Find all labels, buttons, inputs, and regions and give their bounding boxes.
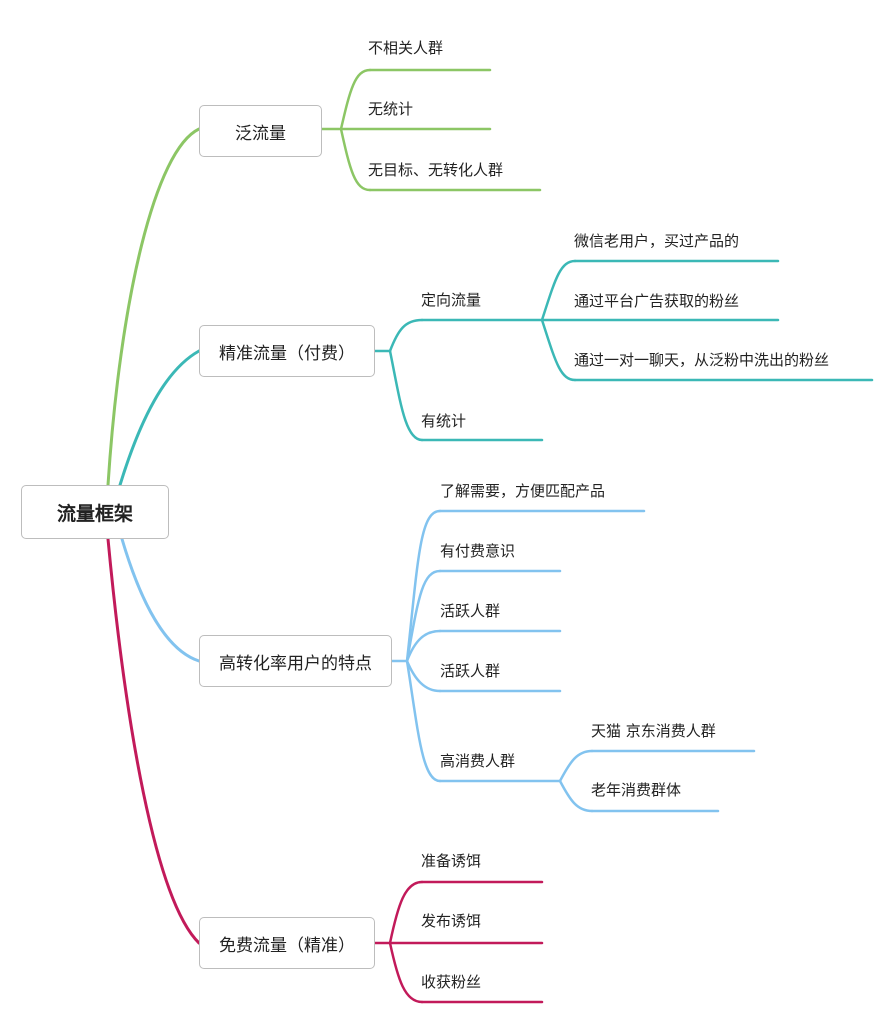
connector-b2-c2 <box>388 349 424 442</box>
leaf-active-crowd-1[interactable]: 活跃人群 <box>440 602 501 620</box>
connector-b1-c3 <box>339 127 372 192</box>
leaf-wechat-old-users[interactable]: 微信老用户，买过产品的 <box>574 232 740 250</box>
connector-b2-gc3 <box>540 318 577 382</box>
connector-b3-c2 <box>405 569 442 663</box>
connector-b1-c1 <box>339 68 372 131</box>
connector-b4-c1 <box>388 880 424 945</box>
branch-node-label: 精准流量（付费） <box>219 343 355 364</box>
leaf-has-statistics[interactable]: 有统计 <box>421 412 467 430</box>
branch-node-free-precise[interactable]: 免费流量（精准） <box>199 917 375 969</box>
leaf-harvest-fans[interactable]: 收获粉丝 <box>421 973 482 991</box>
leaf-payment-awareness[interactable]: 有付费意识 <box>440 542 516 560</box>
leaf-publish-bait[interactable]: 发布诱饵 <box>421 912 482 930</box>
leaf-understand-needs[interactable]: 了解需要，方便匹配产品 <box>440 482 606 500</box>
leaf-no-statistics[interactable]: 无统计 <box>368 100 414 118</box>
connector-root-branch-3 <box>120 537 201 663</box>
branch-node-label: 高转化率用户的特点 <box>219 653 372 674</box>
branch-node-label: 免费流量（精准） <box>219 935 355 956</box>
connector-b2-gc1 <box>540 259 577 322</box>
connector-b3-gc2 <box>558 779 594 813</box>
branch-node-label: 泛流量 <box>235 123 286 144</box>
branch-node-fan-liuliang[interactable]: 泛流量 <box>199 105 322 157</box>
connector-b3-gc1 <box>558 749 594 783</box>
branch-node-high-conversion[interactable]: 高转化率用户的特点 <box>199 635 392 687</box>
leaf-one-on-one-chat-fans[interactable]: 通过一对一聊天，从泛粉中洗出的粉丝 <box>574 351 830 369</box>
leaf-platform-ads-fans[interactable]: 通过平台广告获取的粉丝 <box>574 292 740 310</box>
connector-b2-c1 <box>388 318 424 353</box>
connector-b3-c3 <box>405 629 442 663</box>
subnode-targeted-traffic[interactable]: 定向流量 <box>421 291 482 309</box>
connector-b3-c5 <box>405 659 442 783</box>
connector-b4-c3 <box>388 941 424 1004</box>
leaf-active-crowd-2[interactable]: 活跃人群 <box>440 662 501 680</box>
leaf-unrelated-crowd[interactable]: 不相关人群 <box>368 39 444 57</box>
leaf-prepare-bait[interactable]: 准备诱饵 <box>421 852 482 870</box>
connector-root-branch-1 <box>106 127 201 487</box>
leaf-elderly-shoppers[interactable]: 老年消费群体 <box>591 781 682 799</box>
leaf-tmall-jd-shoppers[interactable]: 天猫 京东消费人群 <box>591 722 716 740</box>
connector-root-branch-2 <box>118 349 201 487</box>
connector-root-branch-4 <box>106 537 201 945</box>
subnode-high-spending[interactable]: 高消费人群 <box>440 752 516 770</box>
root-node-label: 流量框架 <box>56 502 133 525</box>
connector-lines <box>106 68 874 1004</box>
branch-node-jingzhun-paid[interactable]: 精准流量（付费） <box>199 325 375 377</box>
leaf-no-target-no-conversion[interactable]: 无目标、无转化人群 <box>368 161 504 179</box>
connector-b3-c1 <box>405 509 442 663</box>
connector-b3-c4 <box>405 659 442 693</box>
root-node[interactable]: 流量框架 <box>21 485 169 539</box>
